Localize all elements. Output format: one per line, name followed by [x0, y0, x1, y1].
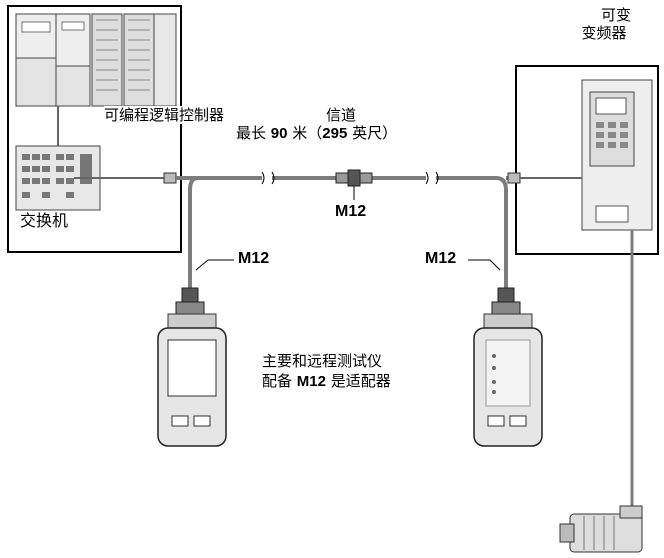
channel-cable [176, 171, 516, 288]
m12-left-label: M12 [238, 250, 270, 267]
main-tester-icon [157, 287, 227, 447]
note-m12: M12 [296, 373, 326, 390]
max-prefix: 最长 [236, 124, 267, 142]
max-length-label: 最长 90 米（295 英尺） [236, 124, 397, 143]
remote-tester-icon [473, 287, 543, 447]
control-cabinet [7, 5, 182, 253]
plc-label: 可编程逻辑控制器 [104, 106, 225, 124]
max-suffix: 英尺） [352, 124, 398, 142]
vfd-label-line1: 可变 [600, 6, 631, 24]
switch-label: 交换机 [20, 211, 69, 230]
max-meters: 90 [270, 125, 288, 142]
note-suffix: 是适配器 [330, 372, 391, 390]
m12-center-label: M12 [335, 203, 367, 220]
plc-unit-icon [15, 13, 177, 107]
channel-label: 信道 [326, 106, 357, 124]
max-feet: 295 [322, 125, 348, 142]
motor-icon [559, 505, 643, 553]
m12-coupler-icon [335, 169, 373, 200]
tester-note-line1: 主要和远程测试仪 [262, 352, 383, 370]
vfd-cabinet [507, 65, 659, 255]
note-prefix: 配备 [262, 372, 293, 390]
vfd-label-line2: 变频器 [581, 24, 627, 42]
max-mid: 米（ [292, 124, 323, 142]
vfd-drive-icon [581, 79, 653, 231]
m12-right-label: M12 [425, 250, 457, 267]
tester-note-line2: 配备 M12 是适配器 [262, 372, 391, 391]
